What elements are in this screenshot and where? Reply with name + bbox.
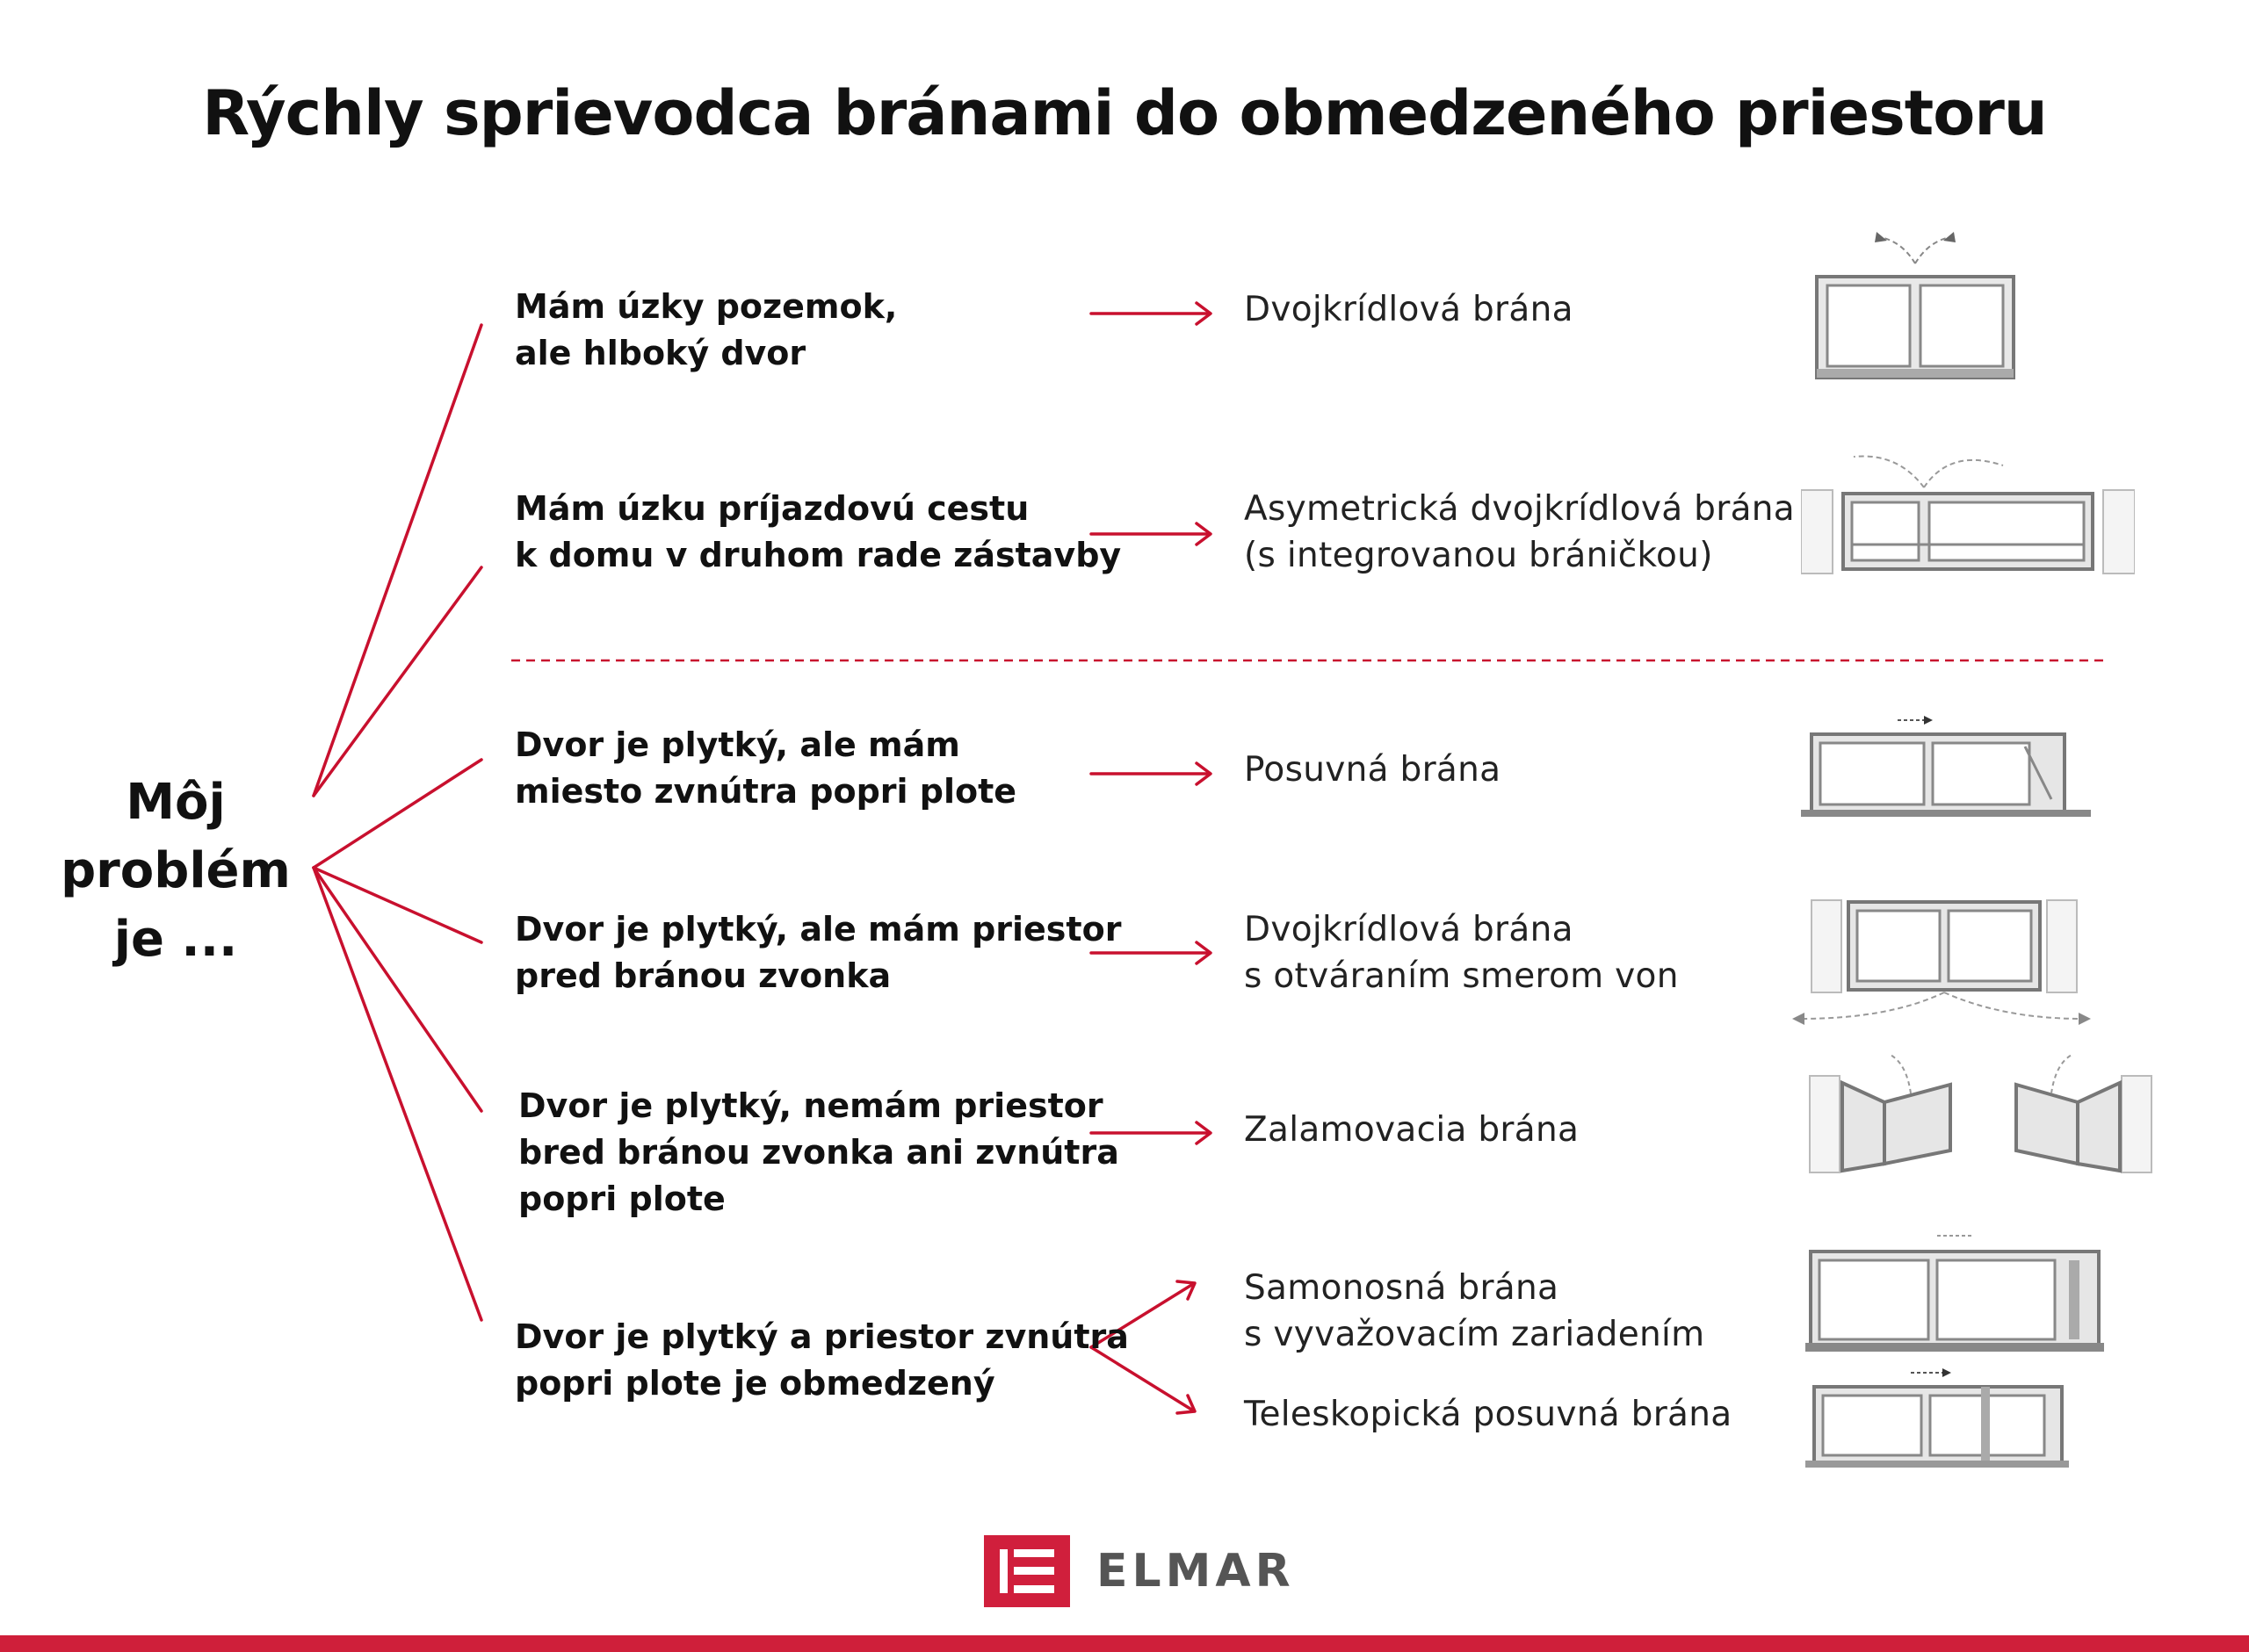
problem-1: Mám úzky pozemok,ale hlboký dvor [515,287,898,372]
elmar-logo-icon [984,1535,1070,1607]
solution-5: Zalamovacia brána [1244,1110,1580,1150]
page-title: Rýchly sprievodca bránami do obmedzeného… [202,77,2047,149]
asymmetric-double-gate-icon [1801,455,2135,574]
solution-3: Posuvná brána [1244,750,1501,790]
cantilever-gate-icon [1805,1235,2104,1352]
outward-double-gate-icon [1792,899,2091,1025]
solution-7: Teleskopická posuvná brána [1244,1395,1732,1434]
arrow-1 [1089,301,1212,326]
footer-bar [0,1635,2249,1652]
branch-line-4 [312,866,483,944]
branch-line-3 [312,758,483,869]
folding-gate-icon [1809,1053,2152,1173]
branch-line-1 [312,323,483,797]
arrow-6b [1089,1345,1197,1415]
branch-line-5 [312,866,483,1113]
arrow-5 [1089,1121,1212,1145]
branch-line-6 [312,866,483,1322]
sliding-gate-icon [1801,716,2091,817]
telescopic-gate-icon [1805,1368,2069,1468]
arrow-6a [1089,1280,1197,1349]
root-label: Môj problém je ... [61,774,291,968]
solution-1: Dvojkrídlová brána [1244,290,1573,329]
branch-line-2 [312,566,483,797]
arrow-2 [1089,522,1212,546]
solution-2: Asymetrická dvojkrídlová brána(s integro… [1244,489,1795,575]
arrow-4 [1089,941,1212,965]
arrow-3 [1089,761,1212,786]
brand-name: ELMAR [1096,1545,1295,1598]
elmar-logo: ELMAR [984,1535,1295,1607]
double-swing-gate-icon [1815,232,2015,379]
